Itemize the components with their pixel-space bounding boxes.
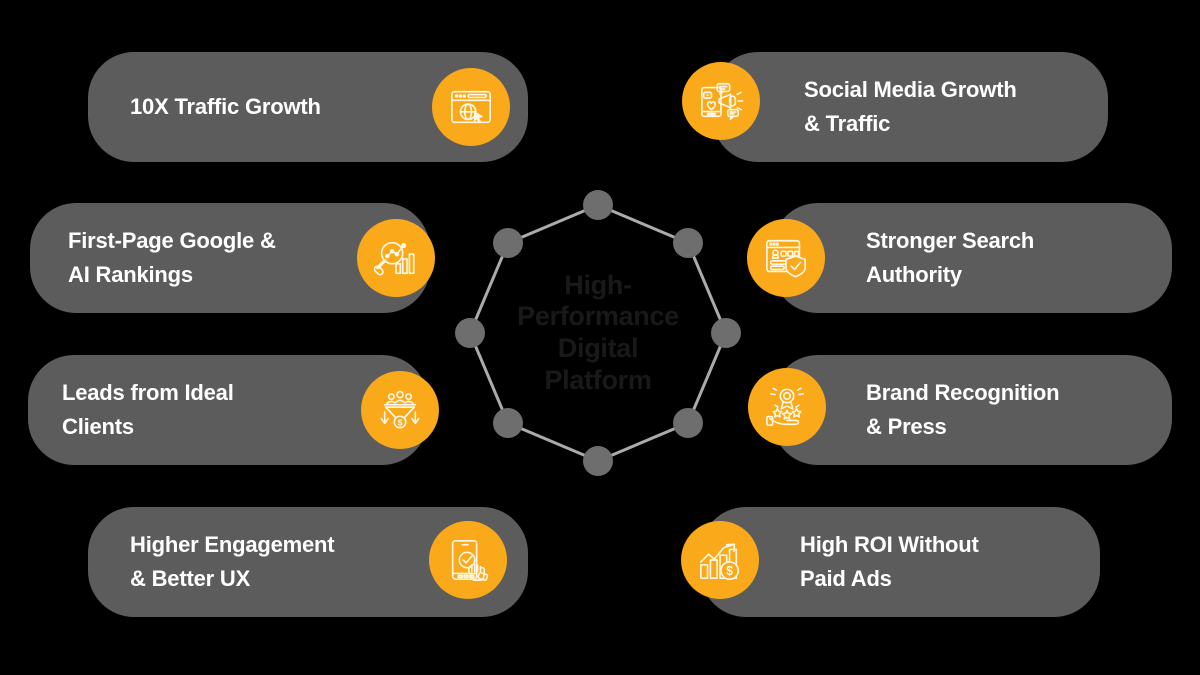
search-authority-icon xyxy=(747,219,825,297)
svg-text:$: $ xyxy=(398,417,403,427)
benefit-card-traffic-growth[interactable]: 10X Traffic Growth xyxy=(88,52,528,162)
benefit-label-search-authority: Stronger Search Authority xyxy=(866,227,1035,287)
benefit-card-social-media[interactable]: Social Media Growth & Traffic xyxy=(712,52,1108,162)
lead-funnel-icon: $ xyxy=(361,371,439,449)
social-media-icon xyxy=(682,62,760,140)
benefit-label-roi: High ROI Without Paid Ads xyxy=(800,531,979,591)
benefit-label-mobile-ux: Higher Engagement & Better UX xyxy=(130,531,335,591)
benefit-label-brand-recognition: Brand Recognition & Press xyxy=(866,379,1060,439)
benefit-card-search-authority[interactable]: Stronger Search Authority xyxy=(772,203,1172,313)
mobile-ux-icon xyxy=(429,521,507,599)
benefit-label-traffic-growth: 10X Traffic Growth xyxy=(130,93,321,119)
benefit-label-social-media: Social Media Growth & Traffic xyxy=(804,76,1017,136)
svg-text:$: $ xyxy=(726,564,733,578)
benefit-card-roi[interactable]: High ROI Without Paid Ads xyxy=(700,507,1100,617)
traffic-growth-icon xyxy=(432,68,510,146)
benefit-label-lead-funnel: Leads from Ideal Clients xyxy=(62,379,234,439)
benefit-card-brand-recognition[interactable]: Brand Recognition & Press xyxy=(772,355,1172,465)
roi-chart-icon: $ xyxy=(681,521,759,599)
benefit-label-search-ranking: First-Page Google & AI Rankings xyxy=(68,227,276,287)
brand-recognition-icon xyxy=(748,368,826,446)
center-network-ring xyxy=(455,190,741,476)
search-ranking-icon xyxy=(357,219,435,297)
benefit-card-search-ranking[interactable]: First-Page Google & AI Rankings xyxy=(30,203,430,313)
